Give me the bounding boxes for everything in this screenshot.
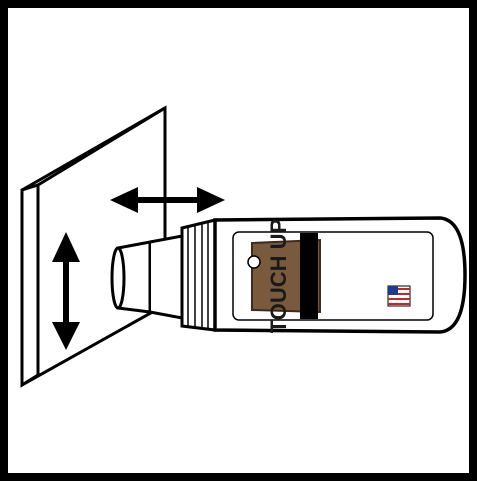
brand-text: TOUCH UP xyxy=(266,219,291,334)
wall-panel xyxy=(20,105,167,388)
us-flag-icon xyxy=(387,285,411,307)
pen-body xyxy=(180,216,467,334)
product-label: TOUCH UP xyxy=(247,219,321,334)
brand-logo-icon xyxy=(247,255,261,269)
horizontal-arrow-icon xyxy=(110,187,225,213)
vertical-arrow-icon xyxy=(52,232,80,350)
pen-tip xyxy=(110,234,184,320)
